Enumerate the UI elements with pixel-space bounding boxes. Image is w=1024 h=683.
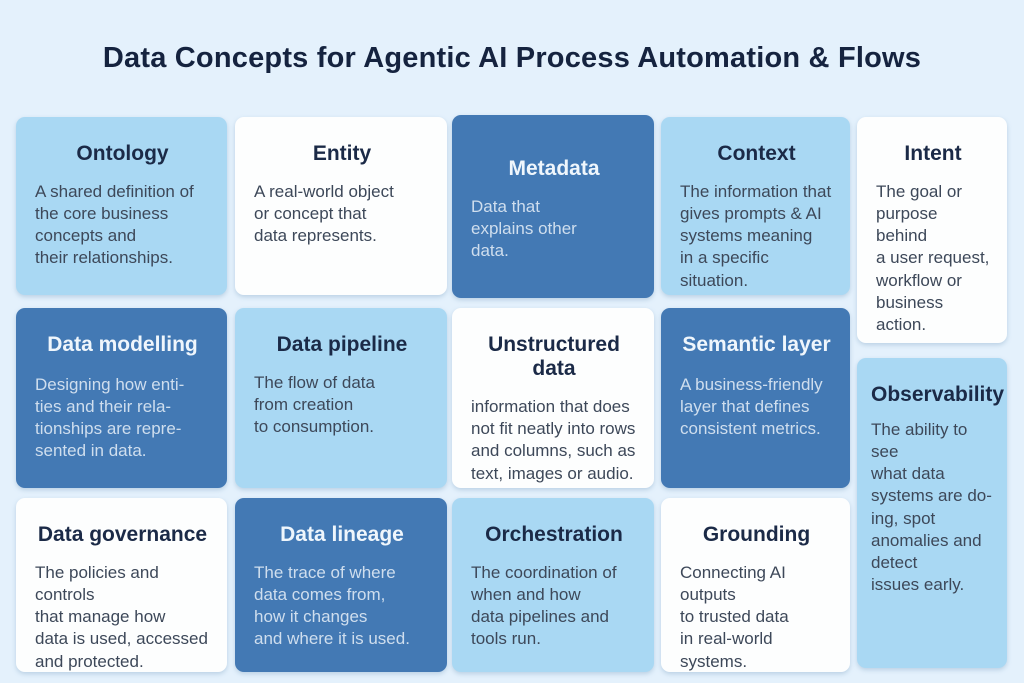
- card-metadata-body: Data that explains other data.: [471, 197, 577, 261]
- card-data-pipeline: Data pipeline The flow of data from crea…: [235, 308, 447, 488]
- card-data-pipeline-title: Data pipeline: [276, 333, 408, 356]
- card-intent-body: The goal or purpose behind a user reques…: [876, 182, 990, 334]
- card-data-governance-body: The policies and controls that manage ho…: [35, 563, 208, 671]
- card-metadata-title: Metadata: [508, 157, 600, 180]
- card-grounding-title: Grounding: [702, 523, 811, 546]
- card-orchestration-body: The coordination of when and how data pi…: [471, 563, 617, 649]
- card-ontology-title: Ontology: [76, 142, 169, 165]
- card-ontology: Ontology A shared definition of the core…: [16, 117, 227, 295]
- card-context-title: Context: [717, 142, 796, 165]
- card-intent-title: Intent: [904, 142, 962, 165]
- card-data-governance: Data governance The policies and control…: [16, 498, 227, 672]
- card-context-body: The information that gives prompts & AI …: [680, 182, 832, 290]
- card-unstructured-data: Unstructured data information that does …: [452, 308, 654, 488]
- card-data-modelling: Data modelling Designing how enti- ties …: [16, 308, 227, 488]
- card-orchestration-title: Orchestration: [485, 523, 623, 546]
- card-entity-body: A real-world object or concept that data…: [254, 182, 394, 246]
- card-entity-title: Entity: [312, 142, 372, 165]
- card-observability-body: The ability to see what data systems are…: [871, 420, 992, 594]
- card-observability: Observability The ability to see what da…: [857, 358, 1007, 668]
- card-data-lineage-title: Data lineage: [280, 523, 404, 546]
- page-title: Data Concepts for Agentic AI Process Aut…: [102, 42, 922, 74]
- card-ontology-body: A shared definition of the core business…: [35, 182, 194, 268]
- card-grounding-body: Connecting AI outputs to trusted data in…: [680, 563, 789, 671]
- card-grounding: Grounding Connecting AI outputs to trust…: [661, 498, 850, 672]
- card-semantic-layer-title: Semantic layer: [682, 333, 831, 356]
- card-context: Context The information that gives promp…: [661, 117, 850, 295]
- card-observability-title: Observability: [871, 383, 1005, 406]
- card-semantic-layer: Semantic layer A business-friendly layer…: [661, 308, 850, 488]
- card-data-pipeline-body: The flow of data from creation to consum…: [254, 373, 375, 437]
- card-unstructured-data-body: information that does not fit neatly int…: [471, 397, 636, 483]
- card-data-lineage-body: The trace of where data comes from, how …: [254, 563, 410, 649]
- card-entity: Entity A real-world object or concept th…: [235, 117, 447, 295]
- card-data-modelling-body: Designing how enti- ties and their rela-…: [35, 375, 185, 461]
- card-unstructured-data-title: Unstructured data: [488, 333, 620, 381]
- card-orchestration: Orchestration The coordination of when a…: [452, 498, 654, 672]
- card-data-lineage: Data lineage The trace of where data com…: [235, 498, 447, 672]
- card-semantic-layer-body: A business-friendly layer that defines c…: [680, 375, 823, 439]
- card-intent: Intent The goal or purpose behind a user…: [857, 117, 1007, 343]
- card-data-governance-title: Data governance: [37, 523, 208, 546]
- card-data-modelling-title: Data modelling: [47, 333, 198, 356]
- card-metadata: Metadata Data that explains other data.: [452, 115, 654, 298]
